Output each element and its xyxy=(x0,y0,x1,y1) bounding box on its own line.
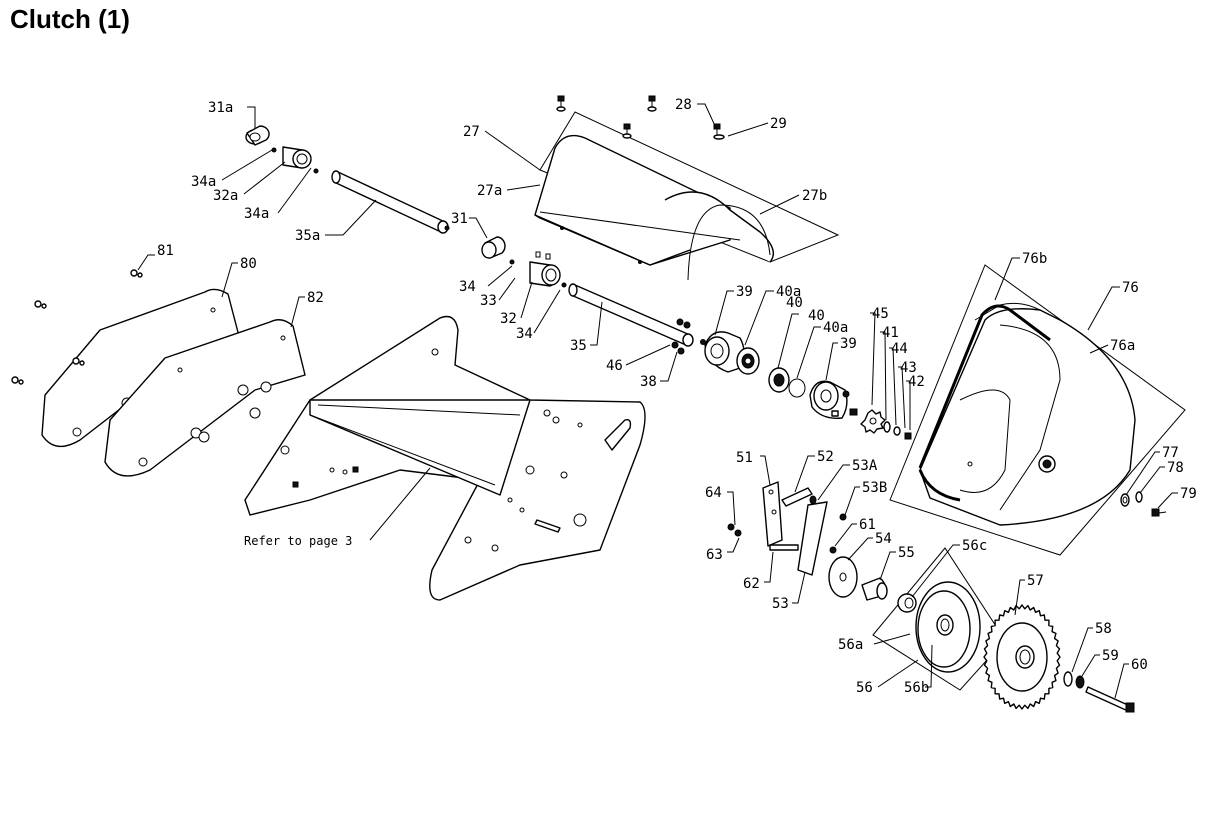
callout-33: 33 xyxy=(480,293,497,309)
callout-79: 79 xyxy=(1180,486,1197,502)
main-frame xyxy=(244,315,646,601)
callout-34a: 34a xyxy=(244,206,269,222)
callout-56b: 56b xyxy=(904,680,929,696)
callout-31a: 31a xyxy=(208,100,233,116)
callout-43: 43 xyxy=(900,360,917,376)
tensioner-51 xyxy=(762,481,817,547)
callout-64: 64 xyxy=(705,485,722,501)
callout-35a: 35a xyxy=(295,228,320,244)
callout-57: 57 xyxy=(1027,573,1044,589)
hardware-77-79 xyxy=(1120,491,1167,517)
hardware-58-60 xyxy=(1063,671,1135,713)
callout-39: 39 xyxy=(736,284,753,300)
callout-56c: 56c xyxy=(962,538,987,554)
callout-27: 27 xyxy=(463,124,480,140)
callout-labels: 31a 34a 32a 34a 35a 27 27a 27b 28 29 31 … xyxy=(157,97,1197,696)
callout-29: 29 xyxy=(770,116,787,132)
collar-32a xyxy=(271,146,319,174)
callout-56a: 56a xyxy=(838,637,863,653)
callout-34: 34 xyxy=(459,279,476,295)
callout-38: 38 xyxy=(640,374,657,390)
bearing-40 xyxy=(768,367,850,419)
callout-76a: 76a xyxy=(1110,338,1135,354)
callout-55: 55 xyxy=(898,545,915,561)
bolts-28 xyxy=(556,95,725,140)
callout-82: 82 xyxy=(307,290,324,306)
reference-note: Refer to page 3 xyxy=(244,534,352,548)
callout-45: 45 xyxy=(872,306,889,322)
chain-cover-27 xyxy=(534,111,840,281)
sprocket-small-45 xyxy=(849,408,912,440)
callout-34: 34 xyxy=(516,326,533,342)
callout-31: 31 xyxy=(451,211,468,227)
callout-40a: 40a xyxy=(823,320,848,336)
callout-53B: 53B xyxy=(862,480,887,496)
callout-34a: 34a xyxy=(191,174,216,190)
callout-77: 77 xyxy=(1162,445,1179,461)
callout-53A: 53A xyxy=(852,458,878,474)
callout-54: 54 xyxy=(875,531,892,547)
idler-54 xyxy=(828,556,888,601)
sprocket-57 xyxy=(983,604,1061,710)
callout-27a: 27a xyxy=(477,183,502,199)
callout-27b: 27b xyxy=(802,188,827,204)
callout-63: 63 xyxy=(706,547,723,563)
page-title: Clutch (1) xyxy=(10,4,130,34)
callout-41: 41 xyxy=(882,325,899,341)
callout-78: 78 xyxy=(1167,460,1184,476)
callout-61: 61 xyxy=(859,517,876,533)
side-plate-82 xyxy=(104,319,306,477)
callout-81: 81 xyxy=(157,243,174,259)
callout-56: 56 xyxy=(856,680,873,696)
chain-case-76 xyxy=(889,264,1186,556)
callout-62: 62 xyxy=(743,576,760,592)
callout-76b: 76b xyxy=(1022,251,1047,267)
leader-lines xyxy=(137,103,1178,699)
bracket-53 xyxy=(727,501,847,576)
shaft-35a xyxy=(331,170,450,234)
callout-35: 35 xyxy=(570,338,587,354)
callout-28: 28 xyxy=(675,97,692,113)
bushing-31 xyxy=(481,236,506,259)
callout-51: 51 xyxy=(736,450,753,466)
hub-32 xyxy=(509,251,567,288)
callout-44: 44 xyxy=(891,341,908,357)
callout-59: 59 xyxy=(1102,648,1119,664)
clutch-pulley-56 xyxy=(872,547,1006,691)
callout-60: 60 xyxy=(1131,657,1148,673)
bushing-31a xyxy=(245,125,270,146)
screws-81 xyxy=(11,269,143,385)
callout-53: 53 xyxy=(772,596,789,612)
callout-80: 80 xyxy=(240,256,257,272)
callout-39: 39 xyxy=(840,336,857,352)
bearing-flange-39 xyxy=(700,331,760,375)
callout-42: 42 xyxy=(908,374,925,390)
callout-58: 58 xyxy=(1095,621,1112,637)
callout-40a: 40a xyxy=(776,284,801,300)
callout-46: 46 xyxy=(606,358,623,374)
callout-76: 76 xyxy=(1122,280,1139,296)
callout-40: 40 xyxy=(808,308,825,324)
callout-32: 32 xyxy=(500,311,517,327)
callout-40: 40 xyxy=(786,295,803,311)
callout-52: 52 xyxy=(817,449,834,465)
callout-32a: 32a xyxy=(213,188,238,204)
seal-76b xyxy=(918,304,1051,502)
shaft-35 xyxy=(568,283,694,355)
